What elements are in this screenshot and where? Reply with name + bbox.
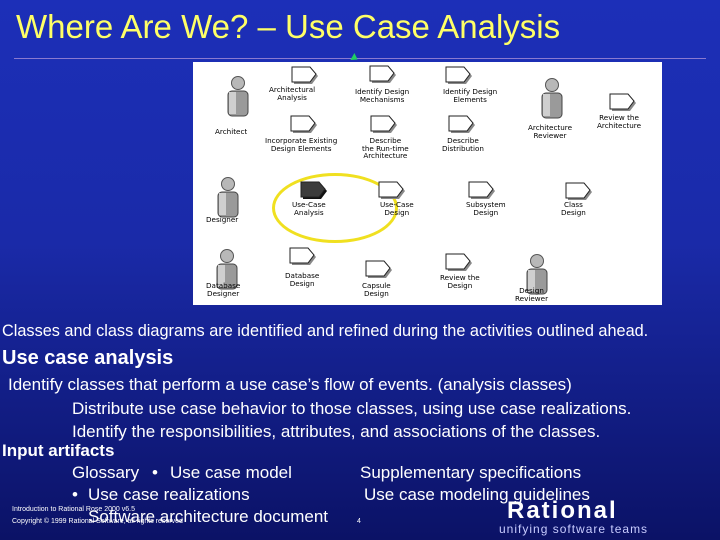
logo-tagline: unifying software teams xyxy=(499,522,649,536)
activity-icon xyxy=(289,246,317,271)
bullet-text-3: Identify the responsibilities, attribute… xyxy=(72,422,601,441)
artifact-glossary: Glossary xyxy=(72,463,140,482)
activity-icon xyxy=(369,64,397,89)
page-number: 4 xyxy=(357,518,361,525)
activity-icon xyxy=(445,252,473,277)
bullet-text-1: Identify classes that perform a use case… xyxy=(8,375,572,394)
activity-icon xyxy=(370,114,398,139)
rational-logo: Rational unifying software teams xyxy=(497,497,717,540)
bullet-glyph: • xyxy=(72,485,78,504)
bullet-text-2: Distribute use case behavior to those cl… xyxy=(72,399,632,418)
artifact-supplementary-specs: Supplementary specifications xyxy=(360,463,582,482)
artifact-use-case-realizations: Use case realizations xyxy=(88,485,250,504)
activity-icon xyxy=(445,65,473,90)
activity-icon xyxy=(290,114,318,139)
activity-icon xyxy=(448,114,476,139)
activity-icon xyxy=(609,92,637,117)
artifact-software-architecture-doc: Software architecture document xyxy=(88,507,329,526)
actor-figure-icon xyxy=(215,175,241,224)
artifact-modeling-guidelines: Use case modeling guidelines xyxy=(364,485,590,504)
activity-icon xyxy=(291,65,319,90)
activity-highlighted-icon xyxy=(300,180,328,205)
actor-label: Designer xyxy=(206,215,239,224)
activity-icon xyxy=(378,180,406,205)
slide-title: Where Are We? – Use Case Analysis xyxy=(16,8,561,45)
footer-copyright: Copyright © 1999 Rational Software, all … xyxy=(12,518,183,525)
bullet-glyph: • xyxy=(152,463,158,482)
intro-text: Classes and class diagrams are identifie… xyxy=(2,322,649,340)
artifact-use-case-model: Use case model xyxy=(170,463,292,482)
actor-label: Architect xyxy=(215,127,248,136)
section-heading: Use case analysis xyxy=(2,347,174,369)
footer-course: Introduction to Rational Rose 2000 v6.5 xyxy=(12,506,135,513)
actor-figure-icon xyxy=(214,247,240,296)
activity-icon xyxy=(468,180,496,205)
input-artifacts-heading: Input artifacts xyxy=(2,441,115,460)
title-divider xyxy=(14,58,706,59)
highlight-ring xyxy=(272,173,398,243)
actor-figure-icon xyxy=(524,252,550,301)
actor-figure-icon xyxy=(539,76,565,125)
logo-wordmark: Rational xyxy=(507,497,618,524)
actor-figure-icon xyxy=(225,74,251,123)
activity-icon xyxy=(365,259,393,284)
activity-icon xyxy=(565,181,593,206)
